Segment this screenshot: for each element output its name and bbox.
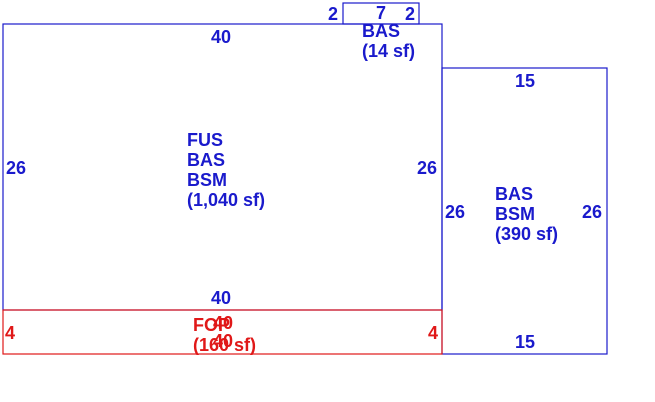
right-dim-top: 15 (515, 71, 535, 91)
porch-outline (2, 309, 443, 355)
porch-dim-top: 40 (213, 313, 233, 333)
bump-out-code: BAS (362, 21, 400, 41)
main-area-code-3: BSM (187, 170, 227, 190)
bump-dim-top: 7 (376, 3, 386, 23)
bump-out-labels: BAS (14 sf) 7 2 2 (328, 3, 415, 61)
bump-dim-right: 2 (405, 4, 415, 24)
right-wing-labels: BAS BSM (390 sf) (495, 184, 558, 244)
porch-labels: 40 40 FOP (160 sf) 4 4 (5, 313, 438, 355)
right-wing-code-1: BAS (495, 184, 533, 204)
bump-out-size: (14 sf) (362, 41, 415, 61)
porch-size: (160 sf) (193, 335, 256, 355)
right-dim-left: 26 (445, 202, 465, 222)
main-area-code-1: FUS (187, 130, 223, 150)
porch-dim-left: 4 (5, 323, 15, 343)
main-area-code-2: BAS (187, 150, 225, 170)
bump-out-outline (342, 2, 420, 25)
porch-code: FOP (193, 315, 230, 335)
main-dim-left: 26 (6, 158, 26, 178)
main-area-dimensions: 40 40 26 26 (6, 27, 437, 308)
main-area-size: (1,040 sf) (187, 190, 265, 210)
right-wing-outline (441, 67, 608, 355)
bump-dim-left: 2 (328, 4, 338, 24)
main-dim-bottom: 40 (211, 288, 231, 308)
main-area-labels: FUS BAS BSM (1,040 sf) (187, 130, 265, 210)
porch-dim-bottom: 40 (213, 331, 233, 351)
right-dim-bottom: 15 (515, 332, 535, 352)
right-dim-right: 26 (582, 202, 602, 222)
right-wing-size: (390 sf) (495, 224, 558, 244)
main-dim-right: 26 (417, 158, 437, 178)
main-dim-top: 40 (211, 27, 231, 47)
right-wing-dimensions: 15 15 26 26 (445, 71, 602, 352)
porch-dim-right: 4 (428, 323, 438, 343)
right-wing-code-2: BSM (495, 204, 535, 224)
